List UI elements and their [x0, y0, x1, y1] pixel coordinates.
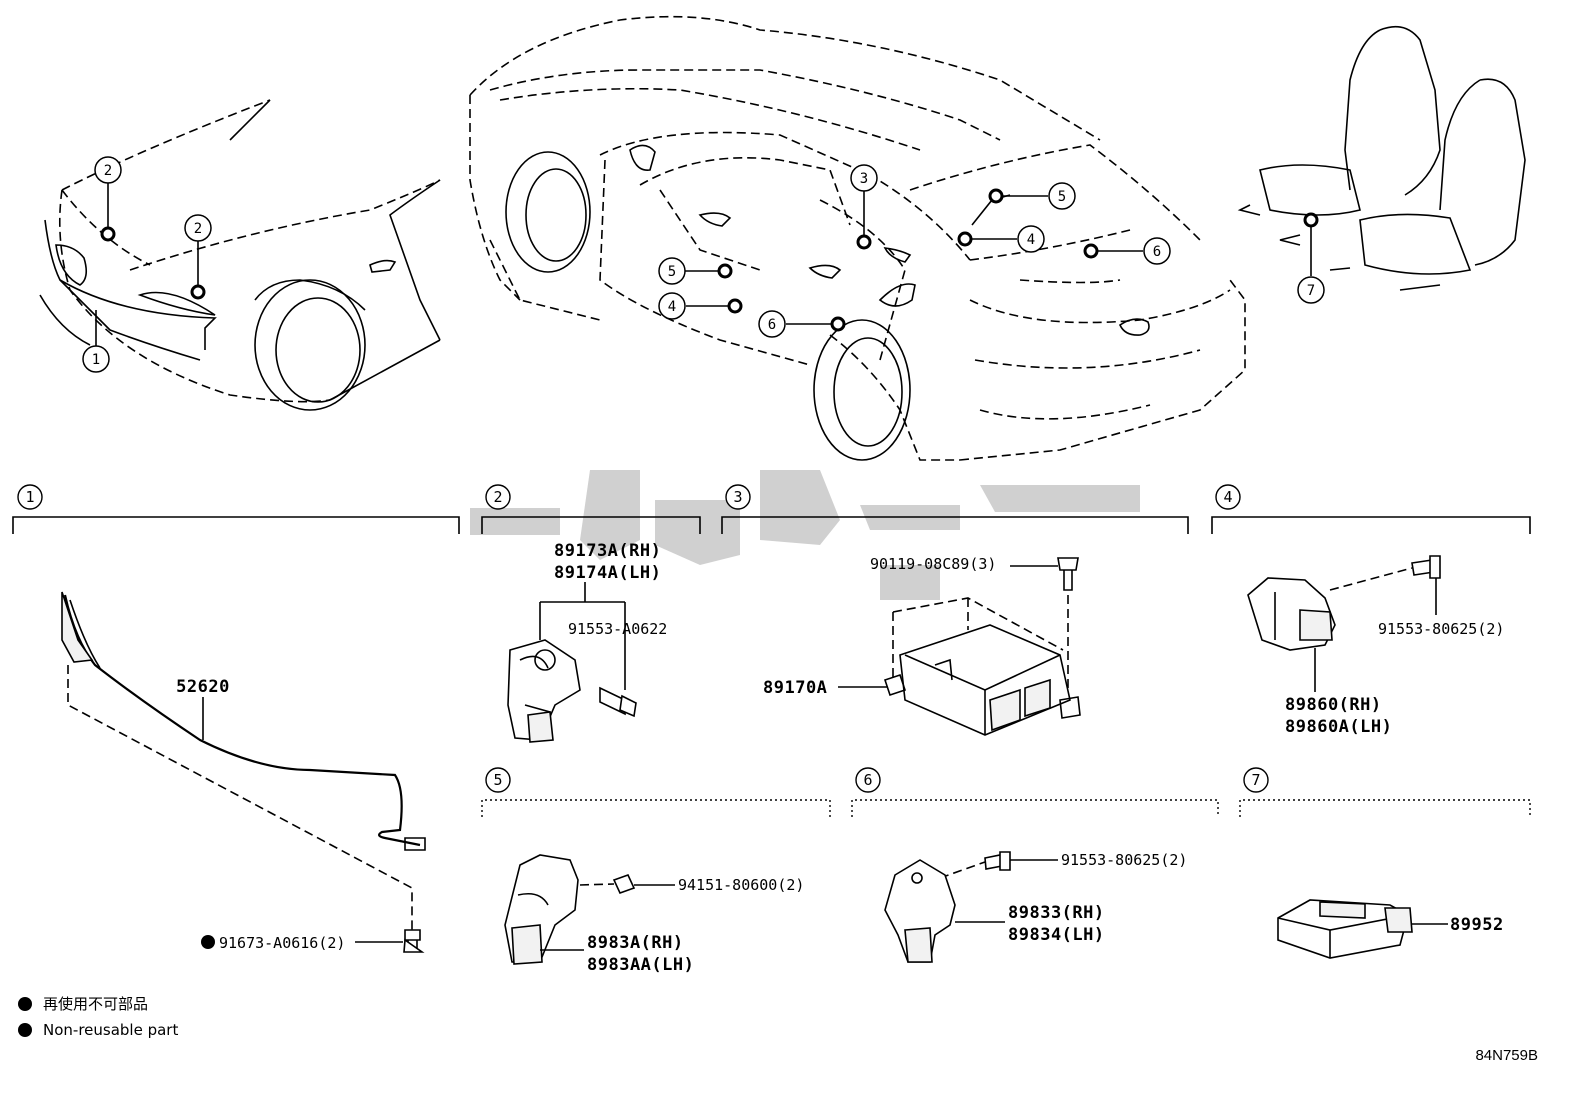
svg-text:3: 3: [860, 171, 868, 187]
bolt-icon: [1411, 555, 1441, 579]
callout-rear-7: 6: [758, 310, 786, 338]
non-reusable-mark: [201, 935, 215, 949]
sensor-lh-part-number: 89860A(LH): [1285, 717, 1392, 737]
reference-code: 84N759B: [1475, 1047, 1538, 1064]
sensor-rh-part-number: 89833(RH): [1008, 903, 1105, 923]
ecu-bolt-part-number: 90119-08C89(3): [870, 555, 996, 573]
section-4-parts: 91553-80625(2) 89860(RH) 89860A(LH): [1247, 555, 1504, 737]
airbag-ecu: [883, 624, 1081, 736]
clip-part-number: 91673-A0616(2): [219, 934, 345, 952]
svg-text:7: 7: [1307, 283, 1315, 299]
section-4-header: 4: [1211, 484, 1531, 534]
pillar-impact-sensor: [504, 854, 579, 965]
sensor-lh-part-number: 89834(LH): [1008, 925, 1105, 945]
section-6-parts: 91553-80625(2) 89833(RH) 89834(LH): [884, 851, 1187, 963]
callout-rear-3: 4: [1017, 225, 1045, 253]
bolt-icon: [599, 686, 637, 718]
ecu-part-number: 89170A: [763, 678, 827, 698]
sensor-rh-part-number: 89173A(RH): [554, 541, 661, 561]
svg-text:3: 3: [733, 488, 742, 506]
sensor-rh-part-number: 8983A(RH): [587, 933, 684, 953]
section-2-parts: 89173A(RH) 89174A(LH) 91553-A0622: [507, 541, 667, 743]
callout-front-1: 2: [94, 156, 122, 184]
nut-icon: [612, 874, 636, 894]
svg-text:4: 4: [668, 299, 676, 315]
bolt-part-number: 91553-A0622: [568, 620, 667, 638]
seat-position-sensor: [1277, 899, 1413, 959]
section-3-header: 3: [721, 484, 1189, 534]
sensor-rh-part-number: 89860(RH): [1285, 695, 1382, 715]
section-7-header: 7: [1239, 767, 1531, 817]
bolt-part-number: 91553-80625(2): [1378, 620, 1504, 638]
svg-text:6: 6: [1153, 244, 1161, 260]
side-impact-sensor: [1247, 577, 1336, 651]
bolt-icon: [984, 851, 1011, 871]
front-harness-illustration: [61, 591, 426, 953]
callout-front-2: 2: [184, 214, 212, 242]
rear-impact-sensor: [884, 859, 956, 963]
svg-text:5: 5: [493, 771, 502, 789]
sensor-lh-part-number: 8983AA(LH): [587, 955, 694, 975]
callout-rear-5: 5: [658, 257, 686, 285]
front-car-illustration: [39, 99, 441, 411]
svg-text:2: 2: [493, 488, 502, 506]
svg-text:5: 5: [668, 264, 676, 280]
main-car-illustration: [469, 15, 1246, 461]
svg-text:2: 2: [194, 221, 202, 237]
section-5-header: 5: [481, 767, 831, 817]
non-reusable-mark: [18, 1023, 32, 1037]
svg-text:7: 7: [1251, 771, 1260, 789]
sensor-lh-part-number: 89174A(LH): [554, 563, 661, 583]
bolt-part-number: 91553-80625(2): [1061, 851, 1187, 869]
callout-seat-1: 7: [1297, 276, 1325, 304]
non-reusable-mark: [18, 997, 32, 1011]
section-3-parts: 90119-08C89(3) 89170A: [763, 555, 1081, 736]
overview-callouts: 2 2 1 3 5 4 6 5 4 6 7: [82, 156, 1325, 373]
section-7-parts: 89952: [1277, 899, 1504, 959]
svg-text:2: 2: [104, 163, 112, 179]
svg-text:4: 4: [1027, 232, 1035, 248]
svg-text:1: 1: [92, 352, 100, 368]
svg-text:6: 6: [768, 317, 776, 333]
callout-rear-6: 4: [658, 292, 686, 320]
svg-text:1: 1: [25, 488, 34, 506]
section-1-header: 1: [12, 484, 460, 534]
legend-jp: 再使用不可部品: [43, 995, 148, 1013]
callout-rear-2: 5: [1048, 182, 1076, 210]
callout-rear-4: 6: [1143, 237, 1171, 265]
svg-text:6: 6: [863, 771, 872, 789]
section-6-header: 6: [851, 767, 1219, 817]
bolt-icon: [1057, 557, 1079, 591]
seat-illustration: [1237, 25, 1526, 291]
nut-part-number: 94151-80600(2): [678, 876, 804, 894]
svg-text:4: 4: [1223, 488, 1232, 506]
svg-text:5: 5: [1058, 189, 1066, 205]
overview-leader-lines: [95, 183, 1312, 346]
section-5-parts: 94151-80600(2) 8983A(RH) 8983AA(LH): [504, 854, 804, 975]
watermark-logo: [470, 470, 1140, 600]
legend-en: Non-reusable part: [43, 1021, 178, 1039]
legend: 再使用不可部品 Non-reusable part: [18, 995, 178, 1039]
section-1-parts: 52620 91673-A0616(2): [61, 591, 426, 953]
section-2-header: 2: [481, 484, 701, 534]
sensor-part-number: 89952: [1450, 915, 1504, 935]
section-headers: 1 2 3 4 5 6 7: [12, 484, 1531, 817]
harness-part-number: 52620: [176, 677, 230, 697]
callout-rear-1: 3: [850, 164, 878, 192]
front-impact-sensor: [507, 639, 581, 743]
overview-sensor-markers: [100, 188, 1319, 332]
callout-front-3: 1: [82, 345, 110, 373]
